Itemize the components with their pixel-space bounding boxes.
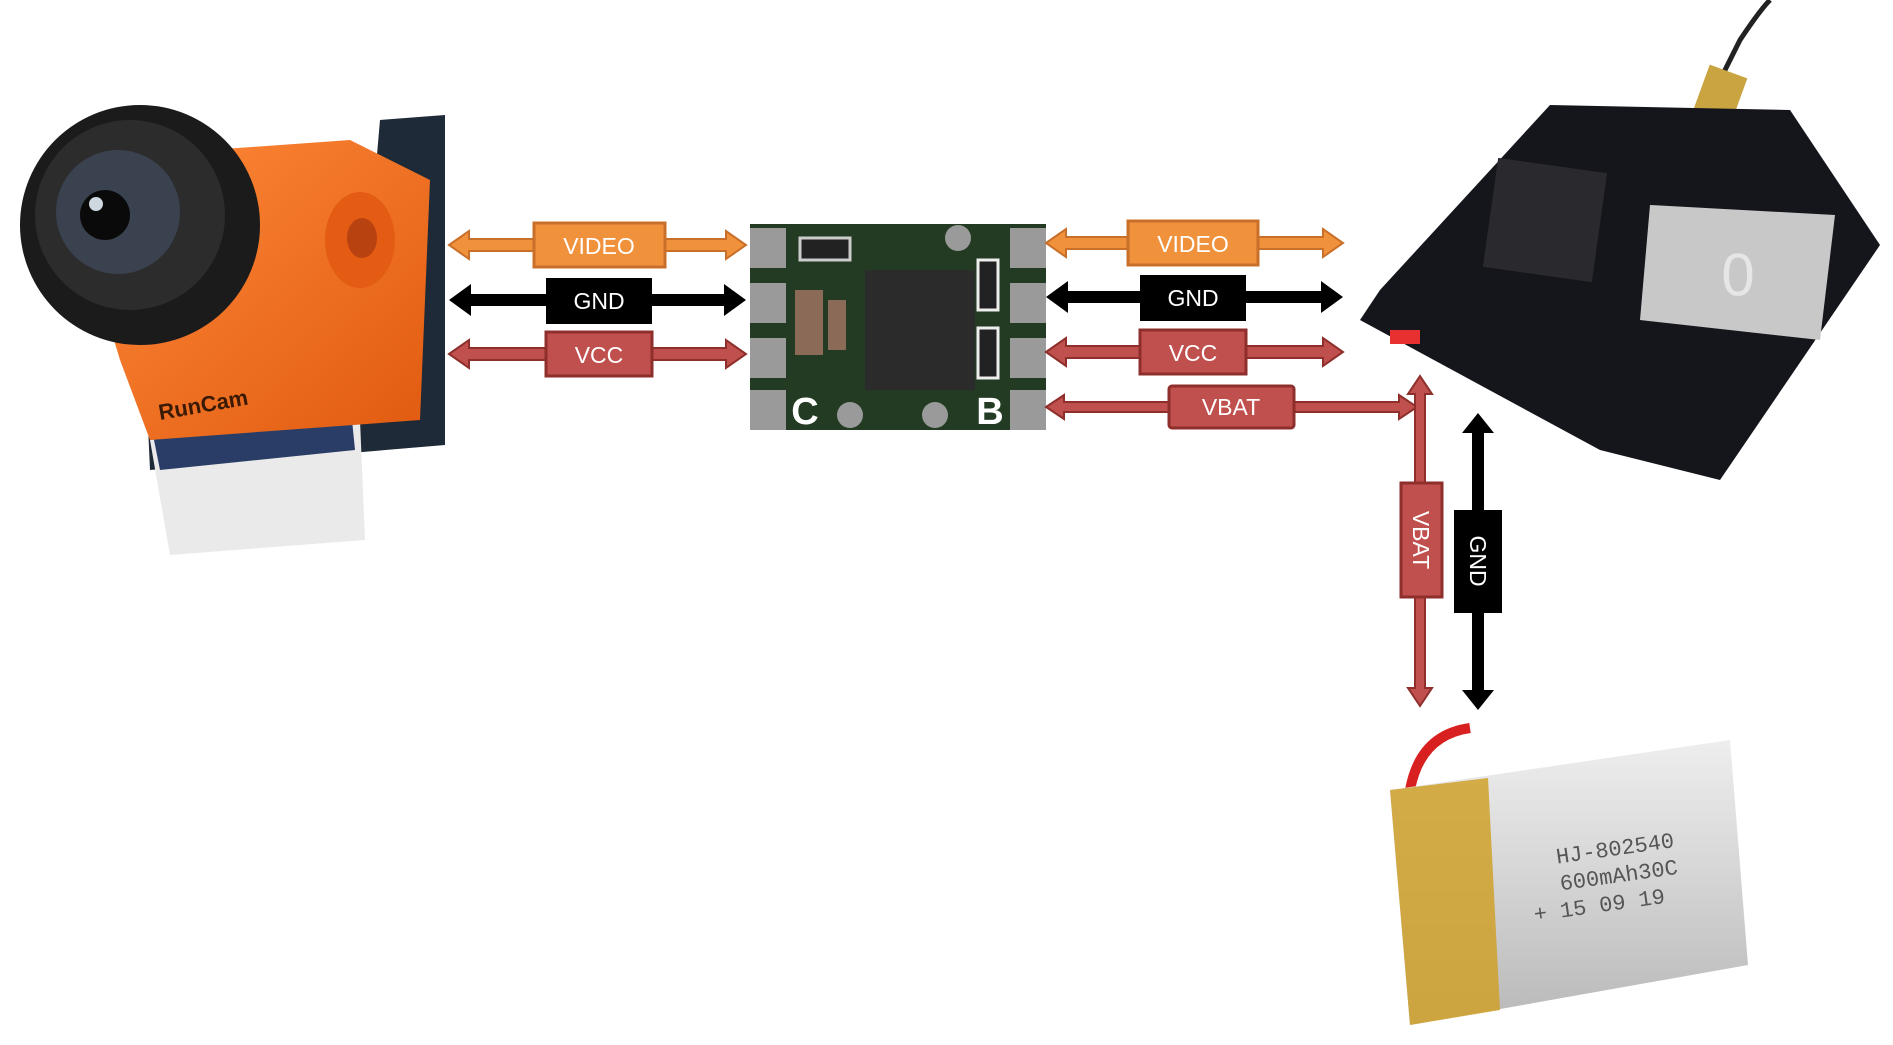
right-vbat-link: VBAT	[1044, 384, 1419, 430]
camera-lens-aperture	[80, 190, 130, 240]
pcb-resistor	[828, 300, 846, 350]
vtx-chip	[1482, 157, 1608, 283]
pcb-diode	[798, 236, 852, 262]
left-vcc-link: VCC	[447, 330, 748, 378]
battery-kapton-tape	[1390, 778, 1500, 1025]
pad-label-b: B	[976, 391, 1003, 433]
gnd-label-box	[1454, 510, 1502, 613]
camera-module: RunCam	[20, 105, 445, 555]
gnd-label-box	[1140, 275, 1246, 321]
battery-gnd-label: GND	[1465, 535, 1491, 586]
right-vbat-label: VBAT	[1202, 394, 1260, 420]
left-video-label: VIDEO	[563, 233, 635, 259]
right-gnd-link: GND	[1046, 275, 1343, 321]
vcc-label-box	[544, 330, 654, 378]
left-vcc-label: VCC	[575, 342, 624, 368]
right-gnd-label: GND	[1167, 285, 1218, 311]
video-transmitter: 0	[1360, 0, 1880, 480]
vbat-label-box	[1167, 384, 1296, 430]
left-gnd-label: GND	[573, 288, 624, 314]
left-gnd-link: GND	[449, 278, 746, 324]
vtx-7seg-digit: 0	[1721, 242, 1754, 309]
vtx-red-wire	[1390, 330, 1420, 344]
battery-vbat-label: VBAT	[1408, 511, 1434, 569]
vcc-label-box	[1138, 328, 1248, 376]
pcb-resistor-2	[976, 258, 1000, 312]
pcb-capacitor	[795, 290, 823, 355]
gnd-label-box	[546, 278, 652, 324]
pcb-resistor-3	[976, 326, 1000, 380]
battery-gnd-link: GND	[1454, 413, 1502, 710]
video-label-box	[532, 221, 667, 269]
right-vcc-label: VCC	[1169, 340, 1218, 366]
vbat-label-box	[1399, 481, 1444, 599]
camera-lens-glint	[89, 197, 103, 211]
battery-lead	[1405, 723, 1471, 792]
vtx-7seg-display	[1640, 205, 1835, 340]
antenna-cable	[1717, 0, 1772, 82]
pcb-chip	[865, 270, 975, 390]
lipo-battery: HJ-802540 600mAh30C + 15 09 19	[1390, 723, 1748, 1025]
camera-screw-hole	[347, 218, 377, 258]
pcb-board: C B	[750, 224, 1046, 433]
vtx-board	[1360, 105, 1880, 480]
right-video-label: VIDEO	[1157, 231, 1229, 257]
right-vcc-link: VCC	[1044, 328, 1345, 376]
pad-label-c: C	[791, 391, 818, 433]
left-video-link: VIDEO	[447, 221, 748, 269]
video-label-box	[1126, 219, 1260, 267]
battery-vbat-link: VBAT	[1399, 374, 1444, 708]
right-video-link: VIDEO	[1044, 219, 1345, 267]
